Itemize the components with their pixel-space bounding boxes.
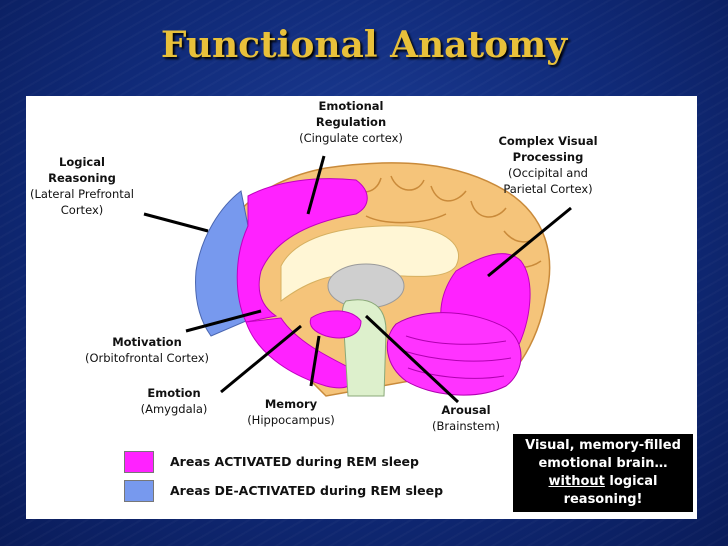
label-emotional-regulation-title-2: Regulation xyxy=(315,115,387,129)
label-complex-visual-title-2: Processing xyxy=(512,150,584,164)
callout-line-1: Visual, memory-filled xyxy=(525,438,681,453)
label-motivation-title: Motivation xyxy=(112,335,182,349)
pointer-lines xyxy=(143,155,572,404)
cerebellum-folds xyxy=(403,335,512,379)
callout-line-2: emotional brain… xyxy=(538,456,668,471)
label-memory: Memory (Hippocampus) xyxy=(246,396,336,428)
label-motivation: Motivation (Orbitofrontal Cortex) xyxy=(84,334,210,366)
pointer-memory xyxy=(309,335,321,387)
summary-callout: Visual, memory-filled emotional brain… w… xyxy=(513,434,693,512)
legend-activated-label: Areas ACTIVATED during REM sleep xyxy=(170,454,419,469)
diagram-panel: Emotional Regulation (Cingulate cortex) … xyxy=(26,96,697,519)
slide-title: Functional Anatomy xyxy=(160,24,568,66)
activated-limbic-region xyxy=(309,310,362,339)
label-arousal-sub: (Brainstem) xyxy=(432,419,500,433)
label-logical-reasoning-sub-1: (Lateral Prefrontal xyxy=(29,187,135,201)
cerebellum xyxy=(386,312,522,396)
label-arousal-title: Arousal xyxy=(441,403,491,417)
label-logical-reasoning-sub-2: Cortex) xyxy=(60,203,104,217)
legend-deactivated-label: Areas DE-ACTIVATED during REM sleep xyxy=(170,483,444,498)
label-arousal: Arousal (Brainstem) xyxy=(426,402,506,434)
label-memory-title: Memory xyxy=(264,397,318,411)
label-memory-sub: (Hippocampus) xyxy=(247,413,335,427)
pointer-motivation xyxy=(185,309,262,333)
callout-line-3-rest: logical xyxy=(604,474,658,489)
callout-line-4: reasoning! xyxy=(563,492,643,507)
callout-line-3: without logical xyxy=(513,473,693,491)
pointer-arousal xyxy=(364,314,460,404)
label-logical-reasoning: Logical Reasoning (Lateral Prefrontal Co… xyxy=(26,154,138,218)
pointer-complex-visual xyxy=(487,206,572,278)
callout-underlined-word: without xyxy=(548,474,605,489)
label-emotional-regulation: Emotional Regulation (Cingulate cortex) xyxy=(291,98,411,146)
label-complex-visual: Complex Visual Processing (Occipital and… xyxy=(492,133,604,197)
label-emotional-regulation-title-1: Emotional xyxy=(318,99,384,113)
pointer-emotion xyxy=(220,324,302,394)
label-complex-visual-sub-1: (Occipital and xyxy=(508,166,588,180)
label-motivation-sub: (Orbitofrontal Cortex) xyxy=(84,351,210,365)
label-emotion-title: Emotion xyxy=(147,386,201,400)
pointer-logical-reasoning xyxy=(143,212,209,233)
label-logical-reasoning-title-1: Logical xyxy=(59,155,105,169)
label-emotion-sub: (Amygdala) xyxy=(140,402,208,416)
label-logical-reasoning-title-2: Reasoning xyxy=(48,171,116,185)
label-complex-visual-title-1: Complex Visual xyxy=(498,134,598,148)
brain-illustration xyxy=(143,155,572,404)
label-emotional-regulation-sub: (Cingulate cortex) xyxy=(299,131,403,145)
label-complex-visual-sub-2: Parietal Cortex) xyxy=(503,182,593,196)
activated-cingulate-region xyxy=(236,178,368,323)
pointer-emotional-regulation xyxy=(306,155,326,215)
legend-deactivated-swatch xyxy=(124,480,154,502)
legend-activated-swatch xyxy=(124,451,154,473)
label-emotion: Emotion (Amygdala) xyxy=(134,385,214,417)
